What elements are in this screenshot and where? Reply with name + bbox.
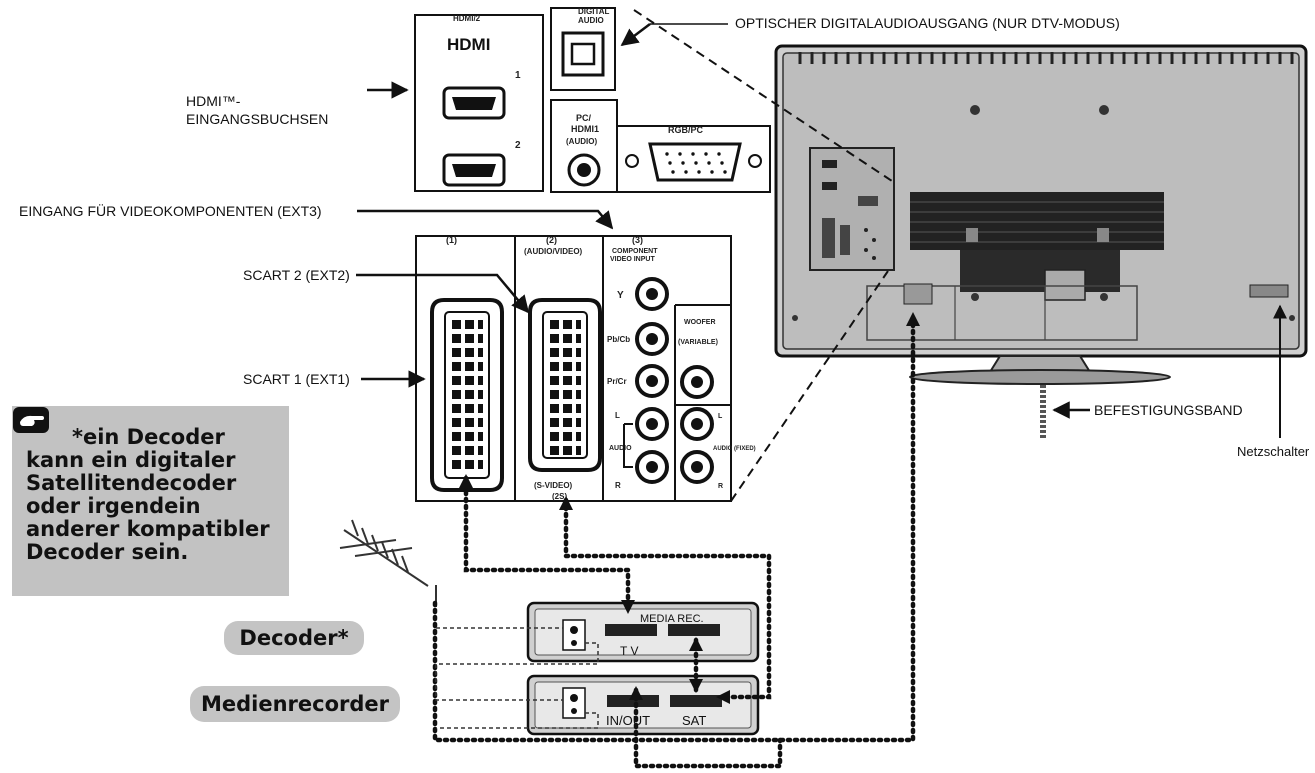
strap-label: BEFESTIGUNGSBAND [1094,402,1243,418]
digital-text: DIGITAL [578,7,610,16]
hdmi-port-2-contact [452,164,496,177]
av-text: (AUDIO/VIDEO) [524,247,583,256]
pbcb-text: Pb/Cb [607,335,630,344]
prcr-text: Pr/Cr [607,377,627,386]
variable-text: (VARIABLE) [678,339,718,346]
scart-2-pins [550,320,581,455]
scart-1-pins [452,320,483,469]
antenna-cables [435,627,599,729]
fixed-l-text: L [718,413,723,420]
connector-panel: (1) (2) (AUDIO/VIDEO) (3) COMPONENT VIDE… [415,235,756,502]
optical-label: OPTISCHER DIGITALAUDIOAUSGANG (NUR DTV-M… [735,15,1120,31]
hdmi-label-line2: EINGANGSBUCHSEN [186,111,328,127]
digital-audio-panel: DIGITAL AUDIO [550,7,616,91]
scart1-label: SCART 1 (EXT1) [243,371,350,387]
hdmi-port-1-contact [452,97,496,110]
port2-number: 2 [515,140,521,151]
recorder-label: Medienrecorder [190,686,400,722]
r-text: R [615,481,621,490]
y-text: Y [617,290,624,301]
fixed-r-text: R [718,483,723,490]
media-rec-text: MEDIA REC. [640,613,704,625]
audio-fixed-text: AUDIO (FIXED) [713,446,756,452]
recorder-device: IN/OUT SAT [526,674,760,736]
component-label: EINGANG FÜR VIDEOKOMPONENTEN (EXT3) [19,202,322,219]
ext1-text: (1) [446,235,457,245]
audio-small-text: AUDIO [609,445,632,452]
hdmi1-text: HDMI1 [571,124,599,134]
decoder-note: *ein Decoder kann ein digitaler Satellit… [12,406,289,596]
hdmi-panel: HDMI/2 HDMI 1 2 [414,14,544,192]
decoder-note-text: *ein Decoder kann ein digitaler Satellit… [26,425,270,564]
hdmi-logo: HDMI [447,35,490,54]
rgb-pc-panel: RGB/PC [616,125,771,193]
in-out-text: IN/OUT [606,713,650,728]
svideo-text: (S-VIDEO) [534,481,573,490]
port1-number: 1 [515,70,521,81]
vent-slots [798,52,1294,64]
component-line2: VIDEO INPUT [610,256,655,263]
pc-text: PC/ [576,113,592,123]
scart-cables [432,315,916,769]
hand-pointer-icon [13,407,64,448]
hdmi-label-line1: HDMI™- [186,93,241,109]
svideo-num-text: (2S) [552,492,567,501]
power-label: Netzschalter [1237,444,1310,459]
woofer-text: WOOFER [684,319,716,326]
audio-text: AUDIO [578,16,604,25]
l-text: L [615,411,620,420]
antenna-icon [339,519,437,607]
rgbpc-text: RGB/PC [668,125,704,135]
zoom-lines [633,9,896,502]
tv-back [774,44,1308,440]
component-line1: COMPONENT [612,248,658,255]
audio-paren-text: (AUDIO) [566,137,597,146]
pc-audio-panel: PC/ HDMI1 (AUDIO) [550,99,618,193]
tv-text: T V [620,644,638,658]
decoder-device: MEDIA REC. T V [526,601,760,663]
decoder-label: Decoder* [224,621,364,655]
hdmi2-label: HDMI/2 [453,14,481,23]
sat-text: SAT [682,713,706,728]
ext3-text: (3) [632,235,643,245]
ext2-text: (2) [546,235,557,245]
scart2-label: SCART 2 (EXT2) [243,267,350,283]
